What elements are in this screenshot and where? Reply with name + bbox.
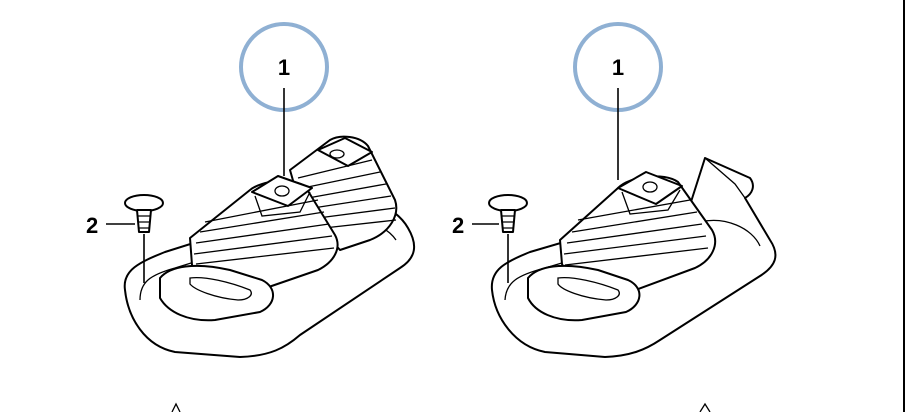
left-pad-slot [189,276,252,301]
left-front-boot [189,175,339,294]
left-assembly: 2 1 [86,22,416,358]
left-part-number: 2 [86,213,98,238]
right-front-pad [527,264,641,322]
left-front-pad [159,264,274,322]
right-rear-housing [704,157,746,199]
right-pad-slot [557,276,620,301]
left-callout-number: 1 [278,55,290,80]
left-screw [124,194,164,233]
right-bottom-mark [699,402,711,412]
right-callout-number: 1 [612,55,624,80]
right-screw [488,194,528,233]
right-boot [559,171,717,296]
left-bottom-mark [171,402,181,412]
right-assembly: 2 1 [452,22,777,358]
right-part-number: 2 [452,213,464,238]
